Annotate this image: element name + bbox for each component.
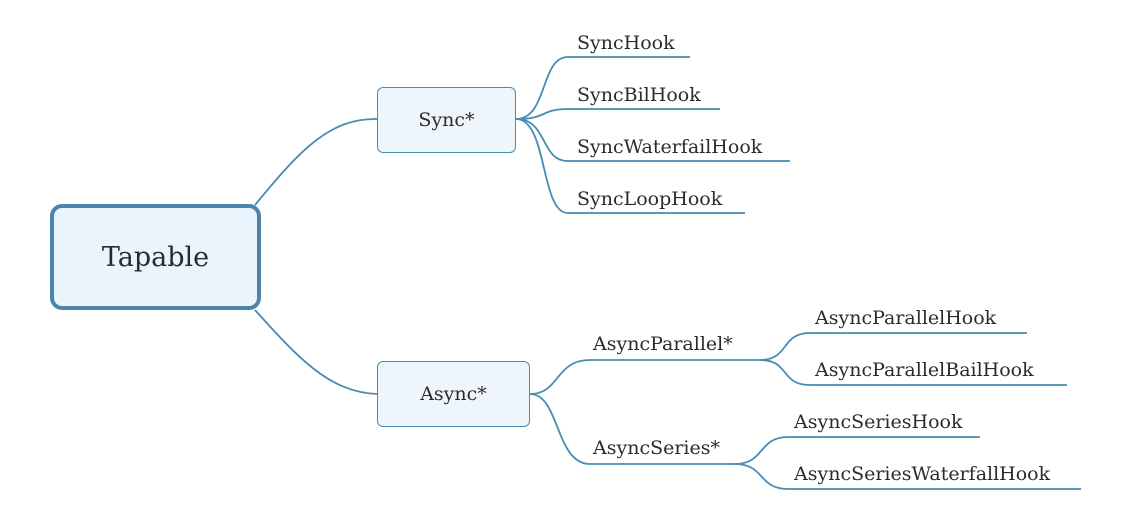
link-async-parallel <box>529 359 591 395</box>
leaf-asyncparallelbailhook[interactable]: AsyncParallelBailHook <box>815 359 1034 381</box>
leaf-syncbilhook[interactable]: SyncBilHook <box>577 84 701 106</box>
branch-node-async-label: Async* <box>420 383 487 405</box>
subbranch-asyncseries[interactable]: AsyncSeries* <box>593 437 720 459</box>
link-root-async <box>254 309 378 395</box>
leaf-syncwaterfailhook[interactable]: SyncWaterfailHook <box>577 136 763 158</box>
link-series-serieswaterfallhook <box>734 463 789 490</box>
link-series-serieshook <box>734 436 789 465</box>
link-parallel-parallelbailhook <box>759 359 811 386</box>
root-node-tapable[interactable]: Tapable <box>50 204 261 310</box>
link-sync-syncloophook <box>515 118 569 214</box>
link-parallel-parallelhook <box>759 332 811 361</box>
branch-node-sync[interactable]: Sync* <box>377 87 516 153</box>
leaf-asyncserieshook[interactable]: AsyncSeriesHook <box>794 411 963 433</box>
branch-node-sync-label: Sync* <box>418 109 475 131</box>
link-sync-syncwaterfailhook <box>515 118 569 162</box>
link-sync-synchook <box>515 56 569 120</box>
leaf-synchook[interactable]: SyncHook <box>577 32 675 54</box>
link-async-series <box>529 393 591 465</box>
subbranch-asyncparallel[interactable]: AsyncParallel* <box>593 333 733 355</box>
leaf-asyncparallelhook[interactable]: AsyncParallelHook <box>815 307 997 329</box>
link-root-sync <box>254 118 378 206</box>
link-sync-syncbilhook <box>515 108 569 120</box>
leaf-syncloophook[interactable]: SyncLoopHook <box>577 188 723 210</box>
branch-node-async[interactable]: Async* <box>377 361 530 427</box>
root-node-label: Tapable <box>101 241 210 273</box>
leaf-asyncserieswaterfallhook[interactable]: AsyncSeriesWaterfallHook <box>794 463 1051 485</box>
